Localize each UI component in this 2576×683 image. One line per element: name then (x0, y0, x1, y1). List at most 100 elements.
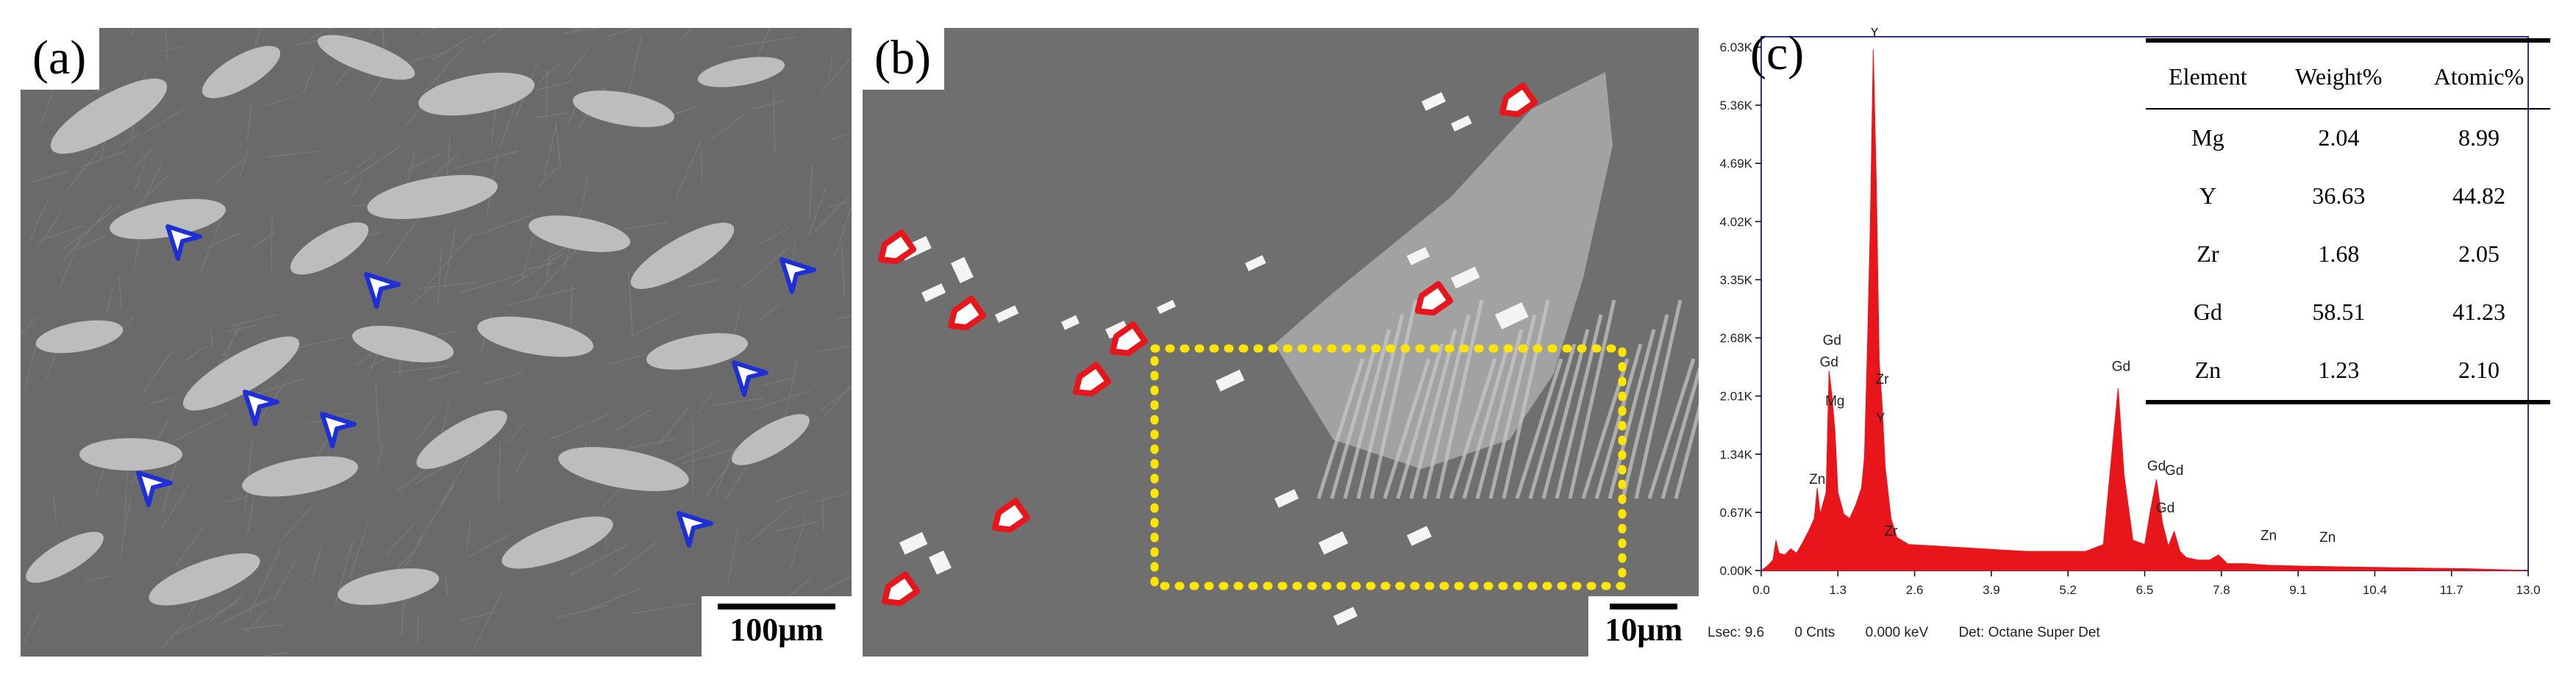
y-tick-label: 0.67K (1720, 506, 1753, 520)
blue-arrow-marker (732, 360, 768, 397)
composition-table: Element Weight% Atomic% Mg 2.04 8.99 Y 3… (2146, 38, 2550, 404)
cell-weight: 2.04 (2318, 124, 2360, 151)
cell-atomic: 2.10 (2407, 342, 2550, 404)
y-tick-label: 6.03K (1720, 40, 1753, 54)
panel-a-label: (a) (21, 28, 100, 90)
blue-arrow-marker (243, 390, 279, 426)
peak-label: Y (1870, 28, 1880, 40)
x-tick-label: 3.9 (1983, 583, 2000, 597)
y-tick-label: 5.36K (1720, 99, 1753, 112)
peak-label: Gd (2156, 501, 2174, 516)
x-tick-label: 13.0 (2516, 583, 2540, 597)
cell-weight: 36.63 (2312, 182, 2366, 209)
red-arrow-marker (948, 296, 987, 331)
eutectic-network (26, 35, 810, 606)
footer-kev: 0.000 keV (1865, 625, 1929, 640)
spectrum-area (1760, 49, 2529, 571)
peak-label: Gd (2112, 359, 2130, 374)
blue-arrow-marker (320, 412, 357, 448)
y-tick-label: 2.68K (1720, 332, 1753, 346)
header-weight: Weight% (2269, 38, 2408, 110)
peak-label: Y (1876, 411, 1885, 426)
x-tick-label: 11.7 (2440, 583, 2463, 597)
plot-frame (1760, 36, 2529, 571)
cell-element: Y (2199, 182, 2216, 209)
x-tick-label: 5.2 (2059, 583, 2077, 597)
blue-arrow-marker (165, 224, 202, 261)
cell-element: Mg (2191, 124, 2224, 151)
peak-label: Gd (1820, 354, 1838, 370)
footer-detector: Det: Octane Super Det (1958, 625, 2100, 640)
blue-arrow-marker (136, 471, 173, 507)
dotted-selection-box (1150, 344, 1627, 590)
y-tick-label: 4.69K (1720, 157, 1753, 171)
composition-table-header: Element Weight% Atomic% (2146, 38, 2550, 110)
table-row: Zn 1.23 2.10 (2146, 342, 2550, 404)
footer-cnts: 0 Cnts (1794, 625, 1835, 640)
arrow-markers-b (878, 82, 1538, 607)
peak-label: Zr (1876, 372, 1890, 387)
panel-b-label: (b) (863, 28, 944, 90)
micrograph-a: (a) 100μm (21, 28, 852, 657)
peak-label: Zn (2319, 530, 2336, 546)
peak-label: Gd (1823, 333, 1841, 348)
blue-arrow-marker (364, 272, 401, 309)
header-atomic: Atomic% (2407, 38, 2550, 110)
red-arrow-marker (992, 498, 1031, 533)
table-row: Y 36.63 44.82 (2146, 168, 2550, 226)
cell-atomic: 8.99 (2458, 124, 2500, 151)
x-tick-label: 10.4 (2363, 583, 2387, 597)
cell-weight: 1.68 (2318, 240, 2360, 267)
red-arrow-marker (878, 229, 917, 265)
cell-element: Gd (2193, 298, 2222, 325)
scale-bar-a-line (718, 604, 835, 609)
arrow-markers-a (136, 224, 816, 548)
cell-atomic: 41.23 (2452, 298, 2505, 325)
y-tick-label: 1.34K (1720, 448, 1753, 462)
eds-footer: Lsec: 9.6 0 Cnts 0.000 keV Det: Octane S… (1708, 625, 2127, 641)
eds-spectrum-chart: 0.00K0.67K1.34K2.01K2.68K3.35K4.02K4.69K… (1720, 28, 2541, 597)
cell-element: Zr (2197, 240, 2219, 267)
peak-label: Gd (2147, 459, 2166, 474)
header-element: Element (2146, 38, 2270, 110)
red-arrow-marker (1499, 82, 1538, 118)
table-row: Zr 1.68 2.05 (2146, 226, 2550, 284)
table-row: Gd 58.51 41.23 (2146, 284, 2550, 342)
footer-lsec: Lsec: 9.6 (1708, 625, 1765, 640)
red-arrow-marker (1073, 362, 1112, 397)
scale-bar-b: 10μm (1588, 596, 1699, 657)
table-row: Mg 2.04 8.99 (2146, 109, 2550, 168)
x-tick-label: 9.1 (2289, 583, 2307, 597)
striation-lamellae (1316, 299, 1699, 499)
x-tick-label: 0.0 (1752, 583, 1770, 597)
scale-bar-b-label: 10μm (1605, 612, 1683, 648)
cell-atomic: 44.82 (2452, 182, 2505, 209)
peak-label: Mg (1825, 394, 1844, 410)
cuboid-particles (899, 92, 1529, 626)
scale-bar-a: 100μm (702, 596, 852, 657)
x-tick-label: 2.6 (1906, 583, 1924, 597)
x-tick-label: 7.8 (2213, 583, 2230, 597)
y-axis: 0.00K0.67K1.34K2.01K2.68K3.35K4.02K4.69K… (1720, 40, 1761, 578)
scale-bar-b-line (1610, 604, 1678, 609)
y-tick-label: 4.02K (1720, 215, 1753, 229)
cell-weight: 58.51 (2312, 298, 2366, 325)
cell-element: Zn (2146, 342, 2270, 404)
peak-label: Zn (2261, 529, 2277, 544)
red-arrow-marker (882, 571, 921, 607)
red-arrow-marker (1415, 281, 1454, 316)
red-arrow-marker (1110, 321, 1149, 357)
cell-weight: 1.23 (2269, 342, 2408, 404)
scale-bar-a-label: 100μm (729, 612, 824, 648)
peak-label: Zn (1809, 472, 1825, 487)
blue-arrow-marker (779, 257, 816, 294)
micrograph-a-image (21, 28, 852, 657)
peak-label: Gd (2165, 463, 2183, 479)
blue-arrow-marker (677, 511, 713, 548)
x-tick-label: 1.3 (1829, 583, 1847, 597)
y-tick-label: 0.00K (1720, 564, 1753, 578)
micrograph-b-image (863, 28, 1699, 657)
y-tick-label: 2.01K (1720, 390, 1753, 404)
